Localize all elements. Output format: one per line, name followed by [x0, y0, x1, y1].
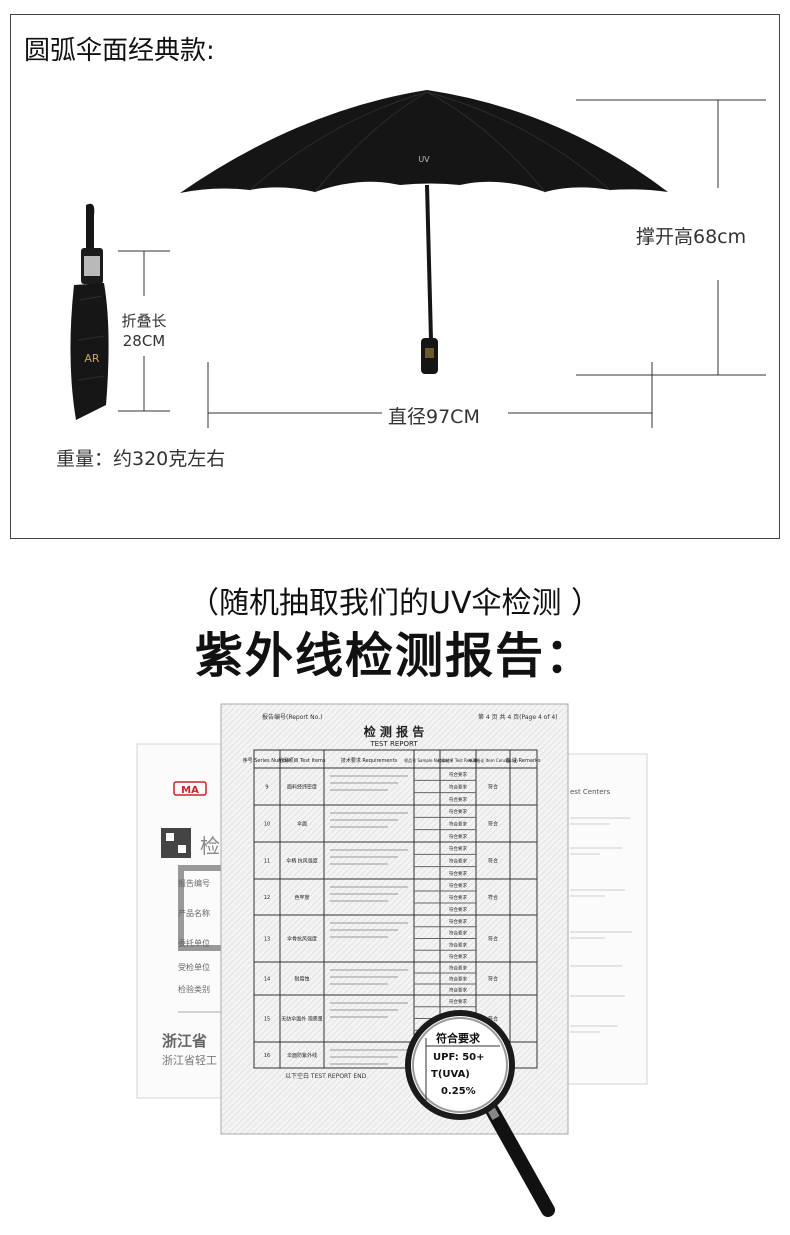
- row-result: 符合要求: [449, 930, 467, 937]
- row-number: 10: [264, 822, 270, 828]
- row-conclusion: 符合: [488, 821, 498, 828]
- row-conclusion: 符合: [488, 894, 498, 901]
- report-title-en: TEST REPORT: [369, 740, 418, 748]
- row-test-item: 面料经纬密度: [287, 784, 317, 791]
- col-header-2: 检测项目 Test Items: [278, 757, 325, 764]
- row-test-item: 色牢度: [294, 894, 309, 901]
- row-number: 12: [264, 895, 270, 901]
- row-test-item: 耐腐蚀: [294, 976, 309, 983]
- dimension-lines: [118, 99, 766, 428]
- report-title-cn: 检 测 报 告: [364, 724, 425, 739]
- report-subtitle: （随机抽取我们的UV伞检测 ）: [188, 586, 602, 621]
- col-header-5: 检测结果 Test Results: [438, 757, 479, 763]
- row-result: 符合要求: [449, 965, 467, 972]
- row-result: 符合要求: [449, 870, 467, 877]
- magnifier-heading: 符合要求: [436, 1031, 481, 1045]
- left-field-3: 委托单位: [178, 938, 210, 948]
- folded-length-line1: 折叠长: [121, 312, 167, 330]
- row-test-item: 伞骨抗风强度: [287, 936, 317, 943]
- umbrella-logo: UV: [418, 155, 430, 164]
- row-result: 符合要求: [449, 882, 467, 889]
- row-conclusion: 符合: [488, 784, 498, 791]
- row-number: 14: [264, 977, 270, 983]
- row-conclusion: 符合: [488, 1016, 498, 1023]
- row-result: 符合要求: [449, 771, 467, 778]
- col-header-7: 备 注 Remarks: [506, 757, 541, 764]
- umbrella-illustration: UV AR: [70, 90, 766, 428]
- row-conclusion: 符合: [488, 936, 498, 943]
- row-result: 符合要求: [449, 941, 467, 948]
- row-number: 16: [264, 1053, 270, 1059]
- left-page-label: 检: [200, 834, 220, 858]
- spec-title: 圆弧伞面经典款:: [24, 36, 215, 66]
- left-page-org: 浙江省轻工: [162, 1053, 217, 1067]
- row-result: 符合要求: [449, 808, 467, 815]
- magnifier-line1: UPF: 50+: [433, 1052, 485, 1063]
- magnifier-line3: 0.25%: [441, 1086, 476, 1097]
- row-number: 9: [265, 785, 268, 791]
- report-end-text: 以下空白 TEST REPORT END: [285, 1072, 367, 1080]
- weight-label: 重量：约320克左右: [56, 448, 226, 470]
- row-result: 符合要求: [449, 953, 467, 960]
- diameter-label: 直径97CM: [388, 406, 480, 428]
- magnifier-line2: T(UVA): [431, 1069, 470, 1080]
- left-page-logo: MA: [181, 785, 199, 796]
- folded-length-line2: 28CM: [122, 332, 166, 350]
- row-conclusion: 符合: [488, 976, 498, 983]
- magnifier-image: 符合要求 UPF: 50+ T(UVA) 0.25%: [405, 1010, 555, 1217]
- row-test-item: 伞面: [297, 821, 307, 828]
- col-header-6: 单项结论 Item Conclusion: [468, 757, 518, 763]
- row-result: 符合要求: [449, 998, 467, 1005]
- open-height-label: 撑开高68cm: [636, 226, 747, 248]
- report-headline: 紫外线检测报告：: [194, 628, 595, 684]
- row-result: 符合要求: [449, 784, 467, 791]
- report-header-left: 报告编号(Report No.): [262, 713, 322, 721]
- row-result: 符合要求: [449, 821, 467, 828]
- open-umbrella-image: UV: [180, 90, 668, 374]
- row-result: 符合要求: [449, 796, 467, 803]
- col-header-1: 序号 Series Number: [243, 757, 293, 764]
- row-result: 符合要求: [449, 976, 467, 983]
- row-test-item: 伞柄 抗风强度: [286, 858, 318, 865]
- report-center-page: 报告编号(Report No.) 第 4 页 共 4 页(Page 4 of 4…: [220, 703, 569, 1135]
- col-header-4: 样品号 Sample Number: [404, 757, 450, 763]
- row-number: 13: [264, 937, 270, 943]
- row-result: 符合要求: [449, 906, 467, 913]
- row-result: 符合要求: [449, 918, 467, 925]
- left-field-4: 受检单位: [178, 962, 210, 972]
- right-page-header: est Centers: [570, 788, 610, 796]
- left-field-1: 报告编号: [178, 878, 210, 888]
- folded-logo: AR: [84, 352, 100, 365]
- left-page-province: 浙江省: [162, 1032, 207, 1050]
- report-left-page: MA 检 报告编号 产品名称 委托单位 受检单位 检验类别 浙江省 浙江省轻工: [136, 743, 238, 1099]
- row-test-item: 无纺伞面外 观质量: [281, 1016, 323, 1023]
- row-number: 11: [264, 859, 270, 865]
- row-test-item: 伞面防紫外线: [287, 1052, 317, 1059]
- row-number: 15: [264, 1017, 270, 1023]
- folded-umbrella-image: AR: [70, 203, 109, 420]
- left-field-2: 产品名称: [178, 908, 210, 918]
- row-result: 符合要求: [449, 987, 467, 994]
- row-result: 符合要求: [449, 894, 467, 901]
- report-right-page: est Centers: [530, 753, 648, 1085]
- row-result: 符合要求: [449, 833, 467, 840]
- test-report-image: MA 检 报告编号 产品名称 委托单位 受检单位 检验类别 浙江省 浙江省轻工 …: [136, 703, 648, 1217]
- row-result: 符合要求: [449, 858, 467, 865]
- col-header-3: 技术要求 Requirements: [341, 757, 398, 764]
- row-conclusion: 符合: [488, 858, 498, 865]
- left-field-5: 检验类别: [178, 984, 210, 994]
- folded-length-label: 折叠长 28CM: [108, 311, 180, 351]
- report-header-right: 第 4 页 共 4 页(Page 4 of 4): [478, 713, 558, 721]
- row-result: 符合要求: [449, 845, 467, 852]
